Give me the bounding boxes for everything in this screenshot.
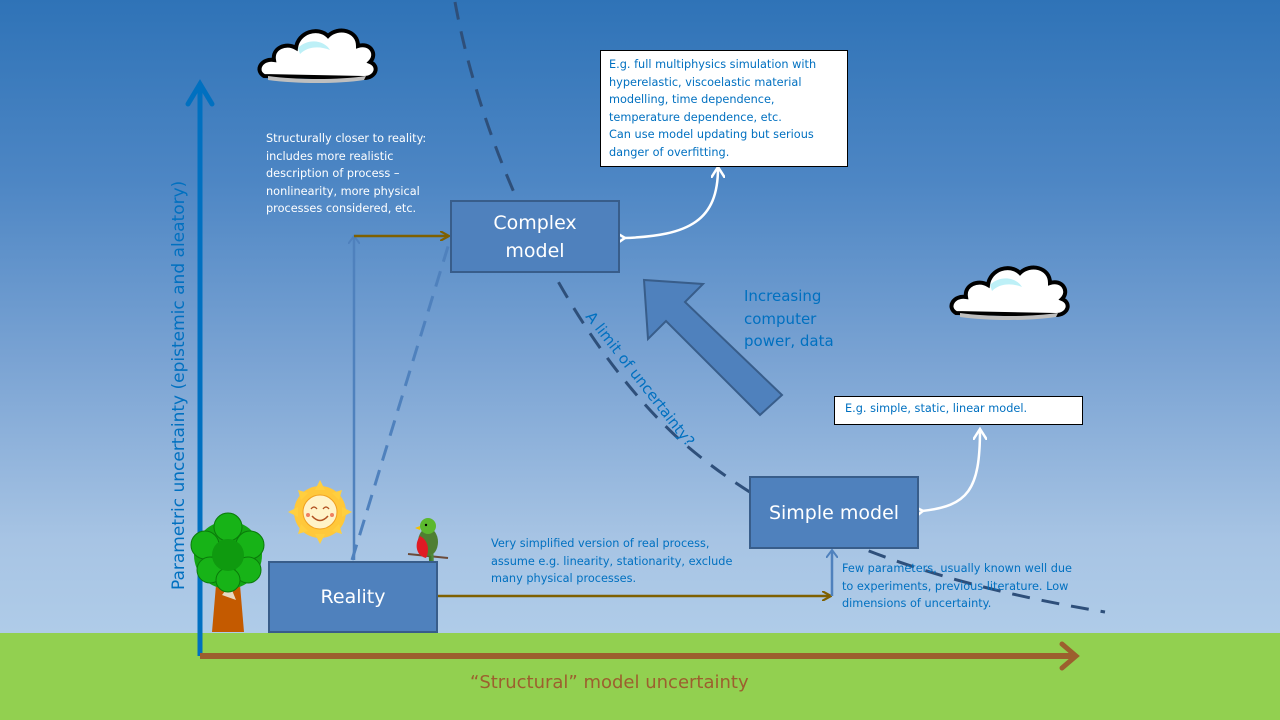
cloud-icon [257,28,378,83]
y-axis-label: Parametric uncertainty (epistemic and al… [169,180,189,590]
note-line: power, data [744,332,834,350]
note-line: dimensions of uncertainty. [842,597,992,610]
callout-connector-complex [624,168,718,238]
complex-model-label-line1: Complex [493,211,577,234]
note-line: nonlinearity, more physical [266,184,420,198]
note-line: to experiments, previous literature. Low [842,579,1069,593]
complex-model-label-line2: model [505,239,565,262]
callout-connector-simple [922,430,980,511]
simple-model-label: Simple model [768,501,900,524]
increasing-power-label: Increasing computer power, data [744,285,834,353]
reality-label: Reality [320,586,386,608]
tree-icon [190,512,265,632]
callout-line: E.g. full multiphysics simulation with [609,58,817,71]
reality-box: Reality [268,561,438,633]
complex-example-callout: E.g. full multiphysics simulation with h… [600,50,848,167]
very-simplified-note: Very simplified version of real process,… [491,535,732,588]
simple-example-callout: E.g. simple, static, linear model. [834,396,1083,425]
sun-icon [288,480,352,544]
structural-closer-note: Structurally closer to reality: includes… [266,130,426,218]
complex-model-box: Complex model [450,200,620,273]
simple-model-box: Simple model [749,476,919,549]
increasing-power-arrow [642,278,784,417]
cloud-icon [949,265,1070,320]
note-line: includes more realistic [266,149,394,163]
y-axis-arrowhead [185,79,215,107]
x-axis-arrowhead [1059,641,1080,671]
few-parameters-note: Few parameters, usually known well due t… [842,560,1072,613]
note-line: description of process – [266,167,400,180]
note-line: Structurally closer to reality: [266,132,427,145]
callout-line: modelling, time dependence, [609,93,775,106]
note-line: Very simplified version of real process, [491,537,710,550]
callout-line: Can use model updating but serious [609,128,814,141]
note-line: assume e.g. linearity, stationarity, exc… [491,554,733,568]
callout-line: temperature dependence, etc. [609,110,782,124]
note-line: many physical processes. [491,572,637,585]
x-axis-label: “Structural” model uncertainty [470,672,749,693]
callout-line: danger of overfitting. [609,145,730,159]
note-line: Increasing [744,287,822,305]
callout-line: E.g. simple, static, linear model. [845,402,1028,415]
callout-line: hyperelastic, viscoelastic material [609,75,802,89]
note-line: processes considered, etc. [266,202,417,215]
note-line: Few parameters, usually known well due [842,562,1072,575]
dashed-path-reality-to-complex [350,239,452,561]
note-line: computer [744,309,817,328]
